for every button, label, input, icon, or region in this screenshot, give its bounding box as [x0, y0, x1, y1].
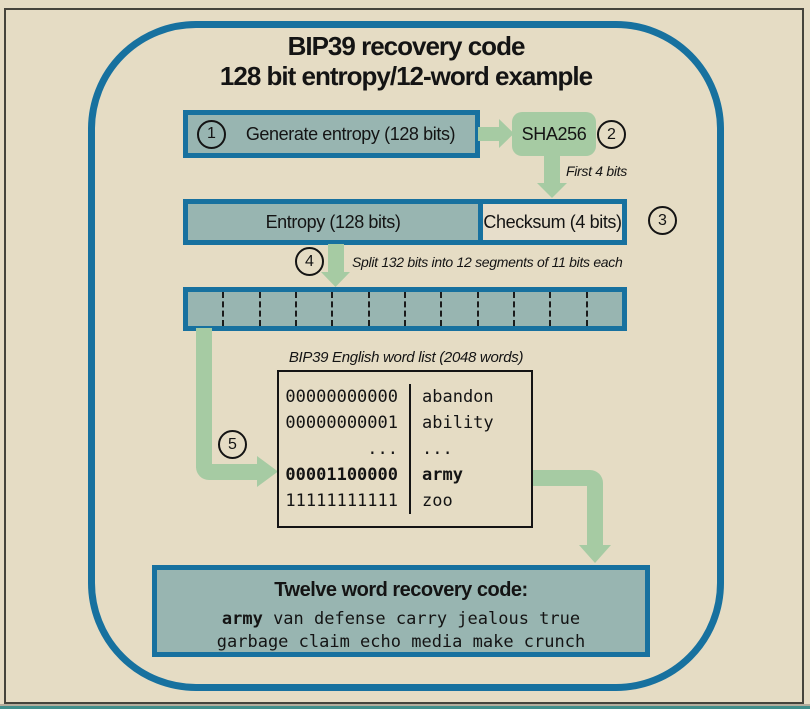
bottom-strip-gray	[0, 704, 810, 706]
word-list-row: 00000000000 abandon	[279, 384, 531, 410]
word-list-row: ... ...	[279, 436, 531, 462]
word-list-code: 00000000000	[285, 387, 398, 407]
entropy-label: Entropy (128 bits)	[265, 211, 401, 232]
word-list-word: ...	[409, 436, 531, 462]
generate-entropy-box: 1 Generate entropy (128 bits)	[183, 110, 480, 158]
bit-segment	[261, 292, 297, 326]
word-list-row: 11111111111 zoo	[279, 488, 531, 514]
word-list-word: army	[409, 462, 531, 488]
recovery-words: army van defense carry jealous true garb…	[157, 608, 645, 654]
recovery-title: Twelve word recovery code:	[274, 579, 528, 601]
arrow-entropy-to-sha	[478, 127, 500, 141]
arrow-result-corner	[587, 470, 603, 486]
split-annotation: Split 132 bits into 12 segments of 11 bi…	[352, 254, 623, 270]
step-3-badge: 3	[648, 206, 677, 235]
arrow-lookup-horizontal	[210, 464, 258, 480]
bit-segment	[588, 292, 622, 326]
checksum-label: Checksum (4 bits)	[483, 211, 622, 232]
recovery-line-1-rest: van defense carry jealous true	[262, 609, 581, 629]
title-line-2: 128 bit entropy/12-word example	[219, 61, 593, 91]
bit-segment	[551, 292, 588, 326]
outer-frame	[4, 8, 804, 704]
bit-segment	[224, 292, 261, 326]
diagram-rounded-border	[88, 21, 724, 691]
step-1-badge: 1	[197, 119, 226, 149]
word-list-code: 00001100000	[285, 465, 398, 485]
word-list-word: ability	[409, 410, 531, 436]
recovery-line-1: army van defense carry jealous true	[157, 608, 645, 631]
title-line-1: BIP39 recovery code	[287, 31, 526, 61]
word-list-row: 00000000001 ability	[279, 410, 531, 436]
bit-segment	[479, 292, 515, 326]
bit-segment	[406, 292, 443, 326]
step-5-badge: 5	[218, 430, 247, 459]
word-list-title: BIP39 English word list (2048 words)	[288, 349, 524, 366]
bit-segment	[370, 292, 406, 326]
checksum-cell: Checksum (4 bits)	[483, 204, 622, 240]
entropy-checksum-box: Entropy (128 bits) Checksum (4 bits)	[183, 199, 627, 245]
word-list-row-highlighted: 00001100000 army	[279, 462, 531, 488]
diagram-title: BIP39 recovery code 128 bit entropy/12-w…	[88, 31, 724, 91]
word-list-word: abandon	[409, 384, 531, 410]
recovery-first-word: army	[221, 609, 263, 629]
sha256-label: SHA256	[521, 123, 587, 144]
arrow-result-horizontal	[533, 470, 589, 486]
arrow-split-down	[328, 244, 344, 275]
word-list-code: 11111111111	[285, 491, 398, 511]
bit-segment	[333, 292, 370, 326]
first-4-bits-annotation: First 4 bits	[566, 163, 627, 179]
step-2-badge: 2	[597, 120, 626, 149]
recovery-line-2: garbage claim echo media make crunch	[216, 632, 586, 652]
arrow-lookup-corner	[196, 464, 212, 480]
arrow-lookup-vertical	[196, 328, 212, 468]
word-list-code: ...	[367, 439, 398, 459]
arrow-result-vertical	[587, 484, 603, 546]
entropy-cell: Entropy (128 bits)	[188, 204, 483, 240]
arrow-sha-down	[544, 154, 560, 185]
bit-segments-box	[183, 287, 627, 331]
bottom-strip-teal	[0, 706, 810, 709]
bit-segment	[297, 292, 334, 326]
word-list-code: 00000000001	[285, 413, 398, 433]
generate-entropy-label: Generate entropy (128 bits)	[245, 123, 456, 144]
word-list-box: 00000000000 abandon 00000000001 ability …	[277, 370, 533, 528]
bit-segment	[442, 292, 479, 326]
step-4-badge: 4	[295, 247, 324, 276]
bit-segment	[188, 292, 225, 326]
bit-segment	[515, 292, 552, 326]
sha256-box: SHA256	[512, 112, 596, 156]
word-list-word: zoo	[409, 488, 531, 514]
recovery-code-box: Twelve word recovery code: army van defe…	[152, 565, 650, 657]
